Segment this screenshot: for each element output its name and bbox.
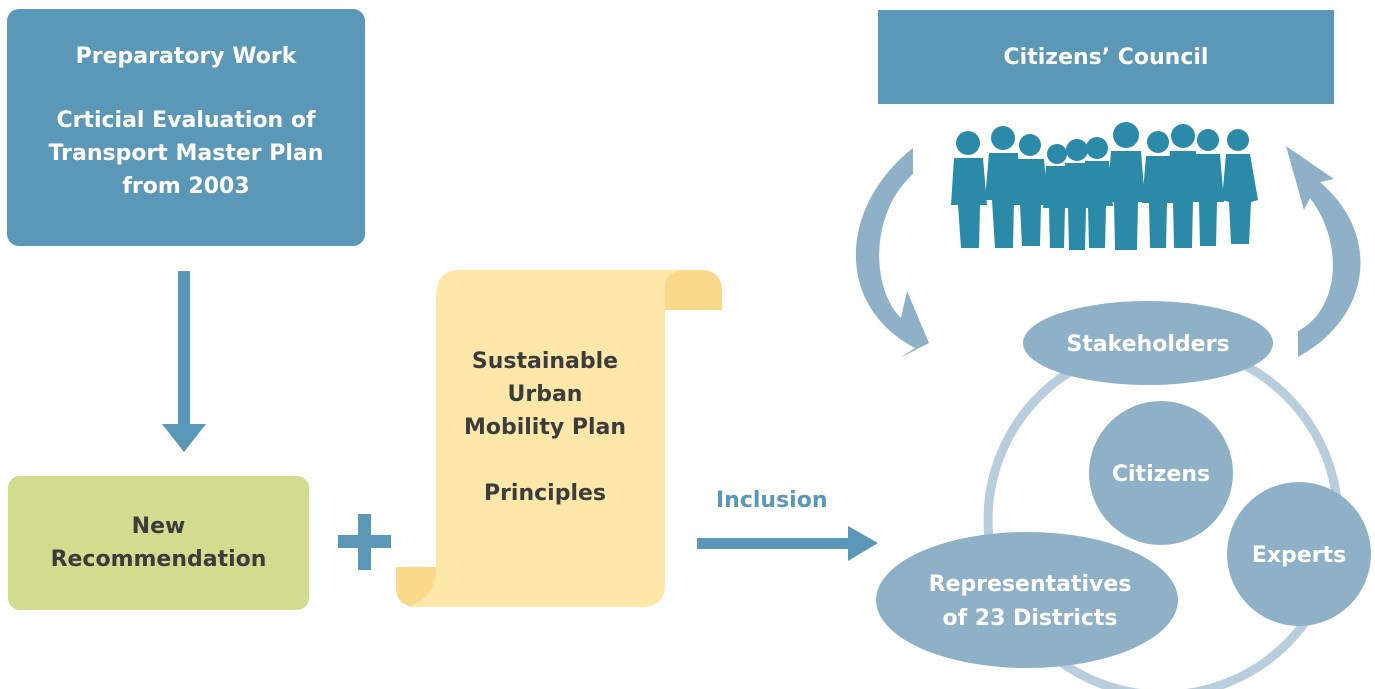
sump-line3: Mobility Plan	[463, 415, 627, 440]
stakeholders-label: Stakeholders	[1066, 332, 1229, 357]
new-recommendation-box: New Recommendation	[8, 476, 309, 610]
preparatory-title: Preparatory Work	[75, 44, 297, 69]
people-group-icon	[951, 122, 1258, 250]
scroll-icon	[396, 270, 722, 607]
experts-label: Experts	[1252, 543, 1346, 568]
citizens-label: Citizens	[1112, 462, 1210, 487]
citizens-council-box: Citizens’ Council	[878, 10, 1334, 104]
sump-line4: Principles	[483, 481, 607, 506]
preparatory-work-box: Preparatory Work Crticial Evaluation of …	[7, 9, 365, 246]
preparatory-line3: from 2003	[122, 174, 250, 199]
new-recommendation-line2: Recommendation	[50, 547, 267, 572]
experts-circle	[1227, 482, 1371, 626]
sump-principles-text: Sustainable Urban Mobility Plan Principl…	[436, 345, 654, 510]
new-recommendation-line1: New	[131, 514, 186, 539]
representatives-ellipse	[876, 532, 1178, 668]
representatives-label-line1: Representatives	[929, 572, 1132, 597]
preparatory-line2: Transport Master Plan	[48, 141, 324, 166]
down-arrow-icon	[162, 271, 206, 452]
representatives-label-line2: of 23 Districts	[942, 606, 1117, 631]
spacer	[436, 444, 654, 477]
inclusion-label: Inclusion	[716, 488, 828, 513]
plus-icon	[338, 514, 391, 570]
preparatory-line1: Crticial Evaluation of	[56, 108, 316, 133]
citizens-circle	[1089, 401, 1233, 545]
sump-line2: Urban	[507, 382, 583, 407]
sump-line1: Sustainable	[471, 349, 619, 374]
council-title: Citizens’ Council	[1003, 44, 1209, 70]
stakeholders-ellipse	[1023, 301, 1273, 385]
right-arrow-icon	[697, 526, 878, 561]
curved-arrow-down-icon	[855, 148, 929, 358]
curved-arrow-up-icon	[1286, 146, 1361, 357]
